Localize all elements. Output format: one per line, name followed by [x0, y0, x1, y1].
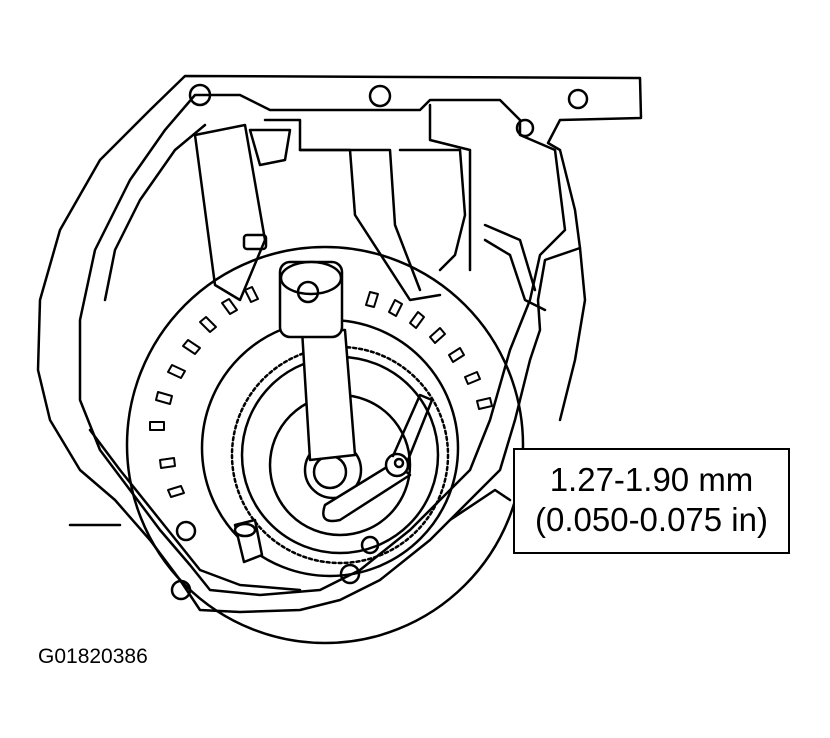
- housing-rib: [193, 123, 267, 302]
- clearance-metric: 1.27-1.90 mm: [549, 461, 754, 498]
- hub-center-inner: [312, 454, 348, 490]
- case-wall-left: [88, 428, 302, 592]
- case-wall-left-inner: [103, 123, 207, 302]
- case-inner-rim: [78, 93, 567, 597]
- housing-right: [483, 238, 547, 312]
- snap-ring: [230, 345, 450, 565]
- bolt-hole: [515, 118, 535, 138]
- bolt-hole: [188, 83, 212, 107]
- housing-rib: [483, 223, 537, 292]
- feeler-gauge: [322, 460, 412, 523]
- case-outer-outline: [36, 74, 643, 614]
- housing-right-lower: [448, 488, 512, 522]
- clearance-spec-callout: 1.27-1.90 mm (0.050-0.075 in): [513, 448, 790, 554]
- tool-handle-cap: [279, 260, 343, 296]
- spline-teeth: [149, 286, 493, 498]
- housing-rib: [298, 148, 422, 292]
- housing-rib: [398, 148, 467, 272]
- bolt-hole: [567, 88, 589, 110]
- housing-boss: [242, 233, 268, 251]
- bolt-hole: [339, 563, 361, 585]
- gauge-arm: [391, 393, 434, 462]
- clearance-imperial: (0.050-0.075 in): [535, 501, 768, 538]
- tool-shaft: [300, 328, 357, 462]
- bolt-hole: [368, 84, 392, 108]
- housing-rib: [248, 128, 292, 167]
- bore-outer: [125, 245, 525, 645]
- housing-rib: [428, 103, 472, 272]
- figure-id: G01820386: [38, 645, 148, 668]
- bolt-hole: [175, 520, 197, 542]
